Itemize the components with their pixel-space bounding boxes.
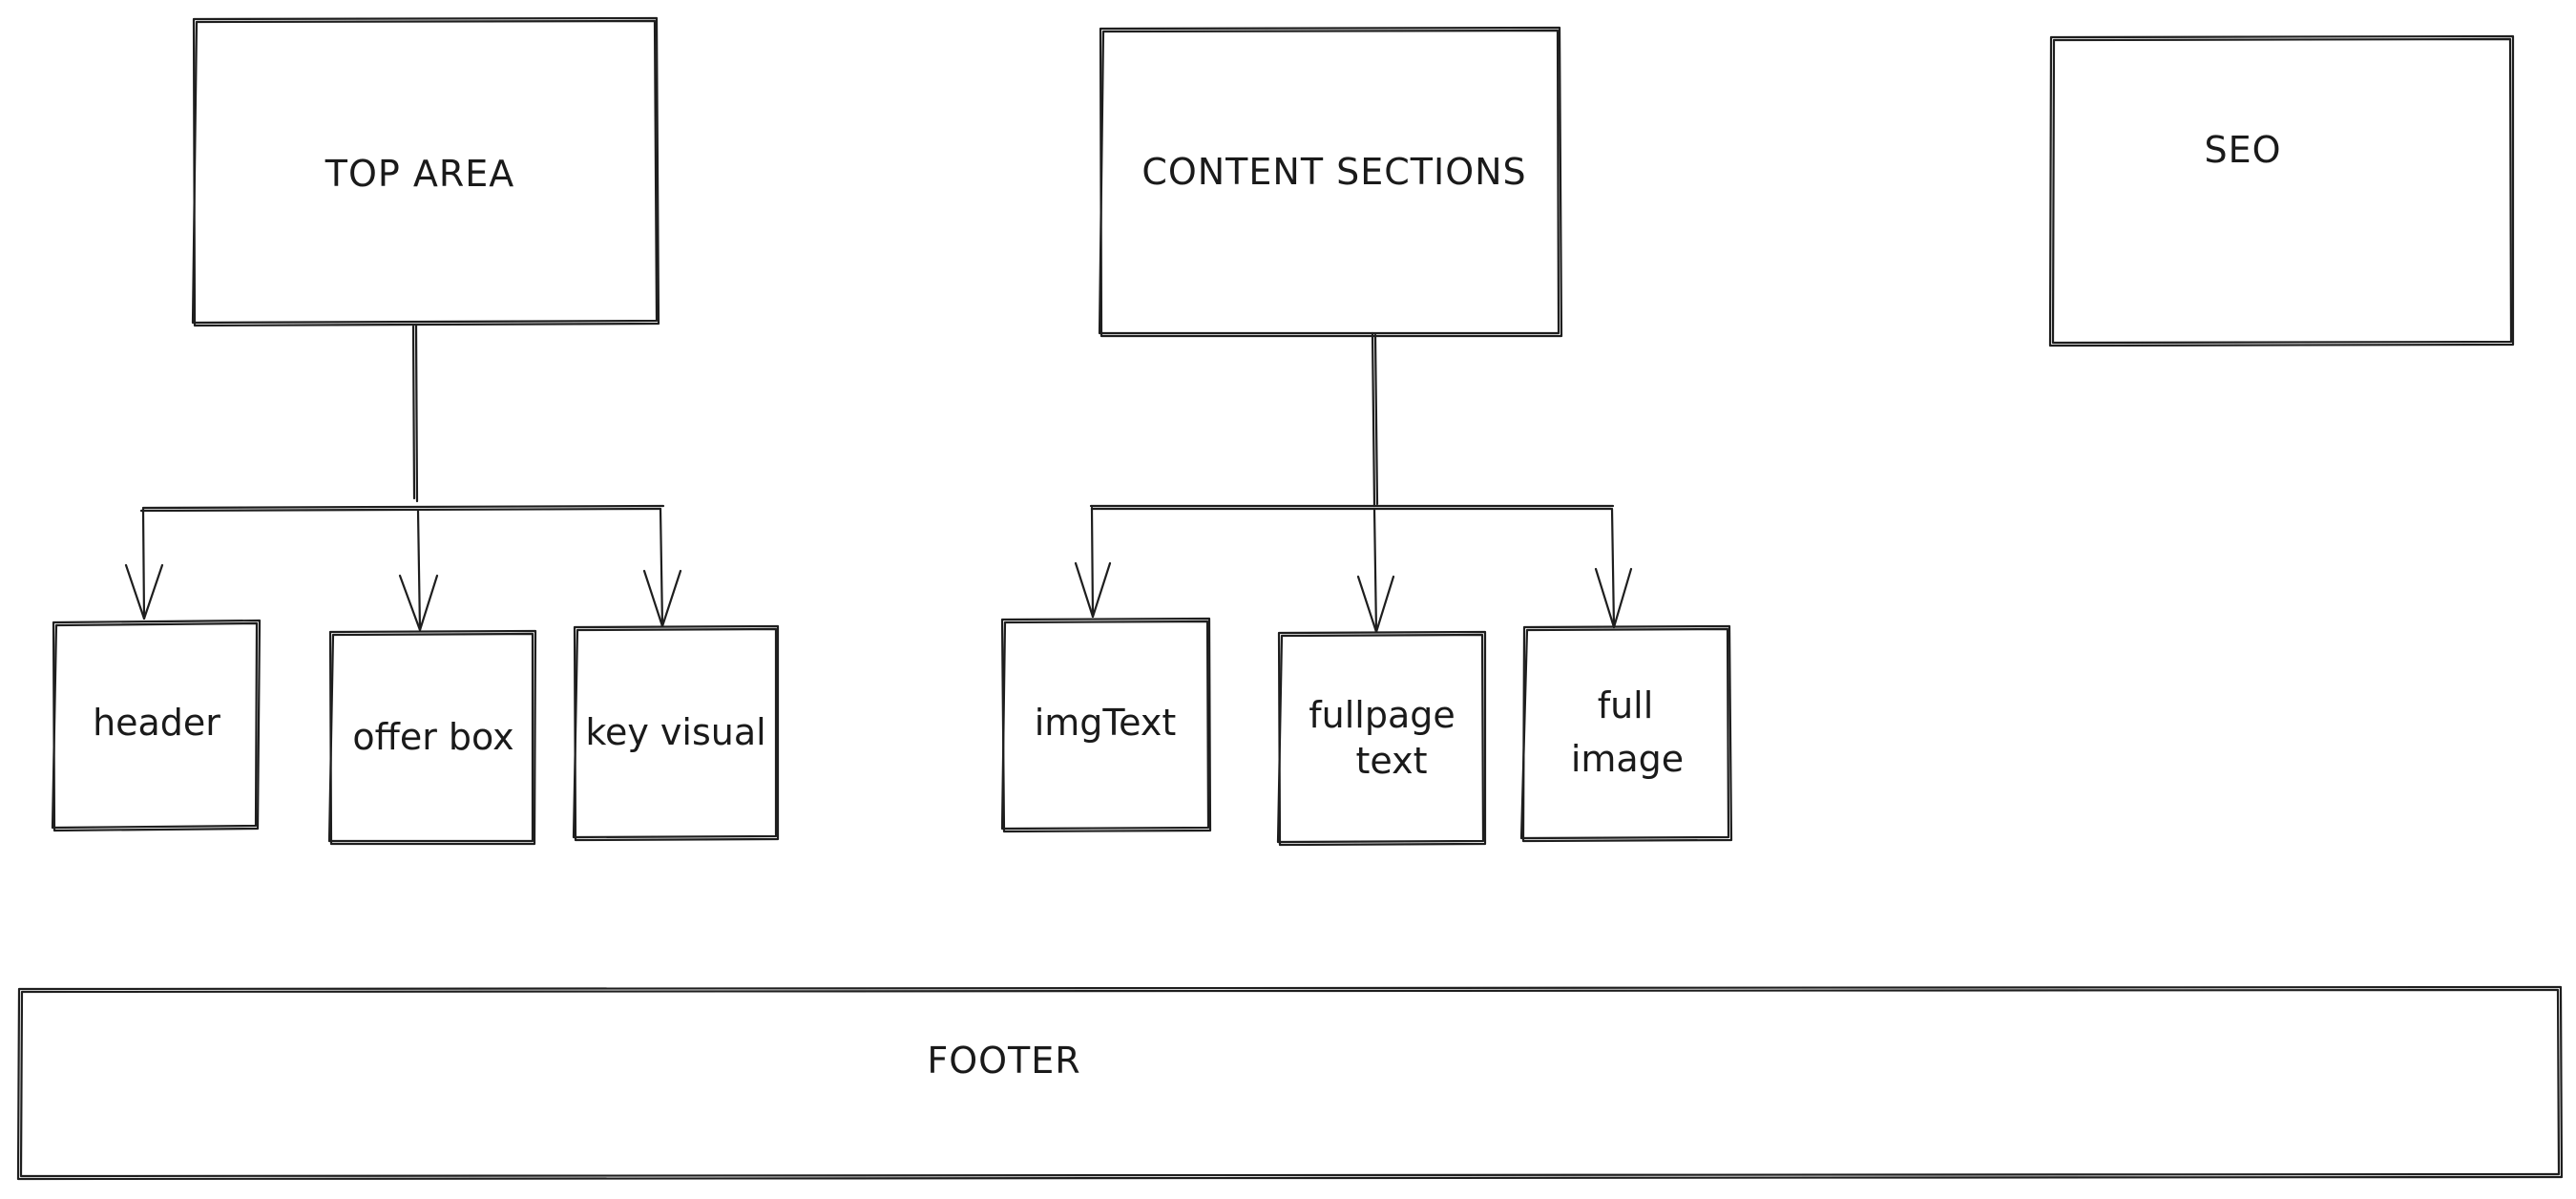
content-sections-label: CONTENT SECTIONS — [1141, 151, 1526, 193]
top-area-box: TOP AREA — [191, 16, 660, 327]
full-image-label-line1: full — [1598, 684, 1654, 726]
fullpage-text-label-line1: fullpage — [1309, 694, 1455, 736]
imgtext-box: imgText — [1000, 617, 1212, 833]
header-box: header — [51, 619, 262, 832]
seo-box: SEO — [2048, 34, 2515, 347]
fullpage-text-box: fullpage text — [1276, 630, 1487, 847]
footer-label: FOOTER — [927, 1040, 1080, 1082]
full-image-label-line2: image — [1571, 738, 1684, 780]
offer-box-label: offer box — [352, 716, 513, 758]
full-image-box: full image — [1519, 624, 1733, 843]
imgtext-label: imgText — [1035, 702, 1177, 744]
seo-label: SEO — [2204, 129, 2281, 171]
offer-box-box: offer box — [327, 629, 537, 846]
content-sections-connectors — [1074, 331, 1633, 634]
key-visual-box: key visual — [572, 624, 780, 842]
header-label: header — [93, 702, 220, 744]
content-sections-box: CONTENT SECTIONS — [1098, 26, 1563, 338]
top-area-label: TOP AREA — [325, 153, 515, 195]
footer-box: FOOTER — [16, 985, 2564, 1181]
top-area-connectors — [124, 323, 682, 632]
fullpage-text-label-line2: text — [1356, 740, 1428, 782]
key-visual-label: key visual — [585, 711, 765, 753]
